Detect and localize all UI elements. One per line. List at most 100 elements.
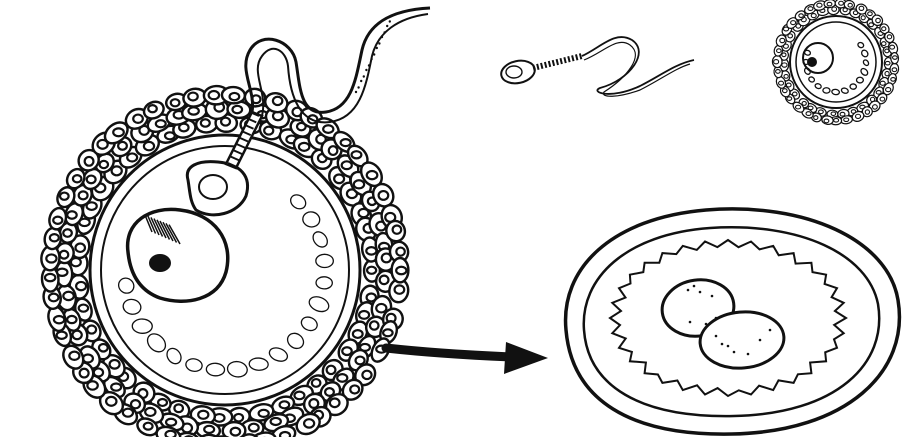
follicle-cell-nucleus — [350, 385, 359, 393]
follicle-cell-nucleus — [366, 247, 376, 254]
follicle-cell-nucleus — [893, 56, 898, 59]
follicle-cell-nucleus — [806, 112, 811, 116]
follicle-cell-nucleus — [49, 294, 59, 302]
follicle-cell-nucleus — [799, 14, 804, 18]
follicle-cell-nucleus — [148, 105, 156, 112]
follicle-cell-nucleus — [188, 93, 197, 101]
follicle-cell-nucleus — [383, 329, 392, 336]
follicle-cell-nucleus — [892, 68, 897, 72]
follicle-cell-nucleus — [362, 371, 371, 379]
follicle-cell-nucleus — [259, 410, 269, 417]
follicle-cell-nucleus — [329, 146, 338, 155]
follicle-cell-nucleus — [201, 119, 210, 126]
follicle-cell-nucleus — [367, 267, 376, 274]
follicle-cell-nucleus — [786, 83, 791, 87]
follicle-cell-nucleus — [356, 357, 365, 365]
follicle-cell-nucleus — [171, 99, 180, 106]
follicle-cell-nucleus — [791, 21, 796, 25]
follicle-cell-nucleus — [323, 125, 333, 133]
sperm-midpiece — [533, 56, 582, 68]
follicle-cell-nucleus — [231, 428, 240, 436]
follicle-cell-nucleus — [777, 49, 782, 53]
follicle-cell-nucleus — [123, 409, 133, 417]
follicle-cell-nucleus — [299, 143, 309, 151]
arrow-right-icon — [386, 342, 548, 374]
cell-stipple — [689, 321, 692, 324]
follicle-cell-nucleus — [80, 369, 89, 378]
follicle-cell-nucleus — [859, 6, 864, 10]
follicle-cell-nucleus — [802, 101, 806, 105]
follicle-cell-nucleus — [885, 71, 889, 75]
follicle-cell-nucleus — [83, 354, 93, 362]
follicle-cell-nucleus — [204, 426, 214, 433]
follicle-cell-nucleus — [776, 70, 781, 74]
follicle-cell-nucleus — [158, 399, 167, 406]
follicle-cell-nucleus — [79, 191, 88, 199]
egg-nucleus — [128, 209, 228, 301]
follicle-cell-nucleus — [784, 75, 788, 79]
sperm-icon — [499, 37, 694, 96]
follicle-cell-nucleus — [69, 352, 79, 360]
follicle-cell-nucleus — [294, 392, 304, 400]
follicle-cell-nucleus — [880, 97, 885, 101]
follicle-cell-nucleus — [886, 88, 891, 92]
follicle-cell-nucleus — [118, 142, 127, 150]
follicle-cell-nucleus — [188, 107, 198, 114]
nucleolus — [149, 254, 171, 272]
tail-stipple — [386, 25, 388, 27]
follicle-cell-nucleus — [379, 191, 389, 200]
follicle-cell-nucleus — [63, 229, 72, 237]
follicle-cell-nucleus — [100, 161, 108, 168]
follicle-cell-nucleus — [337, 374, 347, 382]
follicle-cell-nucleus — [127, 153, 137, 161]
cell-stipple — [733, 351, 736, 354]
follicle-cell-nucleus — [868, 12, 873, 16]
follicle-cell-nucleus — [87, 176, 96, 184]
follicle-cell-nucleus — [273, 97, 282, 105]
follicle-cell-nucleus — [367, 171, 378, 179]
follicle-cell-nucleus — [312, 379, 320, 387]
follicle-cell-nucleus — [334, 174, 344, 183]
follicle-cell-nucleus — [280, 401, 290, 408]
follicle-cell-nucleus — [352, 151, 362, 158]
follicle-cell-nucleus — [396, 248, 404, 256]
follicle-cell-nucleus — [72, 331, 81, 340]
follicle-cell-nucleus — [819, 110, 824, 114]
follicle-cell-nucleus — [85, 157, 94, 166]
follicle-cell-nucleus — [166, 419, 176, 426]
arrow-shaft — [386, 348, 512, 357]
follicle-cell-nucleus — [46, 254, 56, 262]
follicle-cell-nucleus — [271, 418, 281, 425]
follicle-cell-nucleus — [774, 60, 779, 64]
follicle-cell-nucleus — [831, 112, 836, 116]
two-cell-zygote-icon — [566, 209, 900, 434]
follicle-cell-nucleus — [782, 53, 786, 57]
follicle-cell-nucleus — [814, 116, 818, 120]
follicle-cell-nucleus — [370, 321, 379, 329]
follicle-cell-nucleus — [787, 97, 792, 101]
follicle-cell-nucleus — [856, 114, 861, 118]
follicle-cell-nucleus — [840, 112, 845, 116]
cell-stipple — [759, 339, 762, 342]
follicle-cell-nucleus — [87, 326, 96, 334]
follicle-cell-nucleus — [395, 285, 405, 293]
tail-stipple — [355, 91, 357, 93]
follicle-cell-nucleus — [113, 128, 124, 136]
arrow-head — [504, 342, 548, 374]
follicle-cell-nucleus — [73, 175, 81, 182]
follicle-cell-nucleus — [133, 115, 143, 123]
follicle-cell-nucleus — [75, 244, 84, 252]
tail-stipple — [363, 75, 365, 77]
follicle-cell-nucleus — [783, 89, 788, 93]
tail-stipple — [368, 64, 370, 66]
follicle-cell-nucleus — [304, 419, 314, 427]
follicle-cell-nucleus — [330, 398, 340, 407]
follicle-cell-nucleus — [67, 316, 76, 323]
follicle-cell-nucleus — [811, 14, 816, 18]
follicle-cell-nucleus — [832, 7, 837, 11]
follicle-cell-nucleus — [341, 139, 351, 146]
follicle-cell-nucleus — [174, 404, 183, 412]
follicle-cell-nucleus — [54, 316, 64, 323]
cell-stipple — [721, 343, 724, 346]
